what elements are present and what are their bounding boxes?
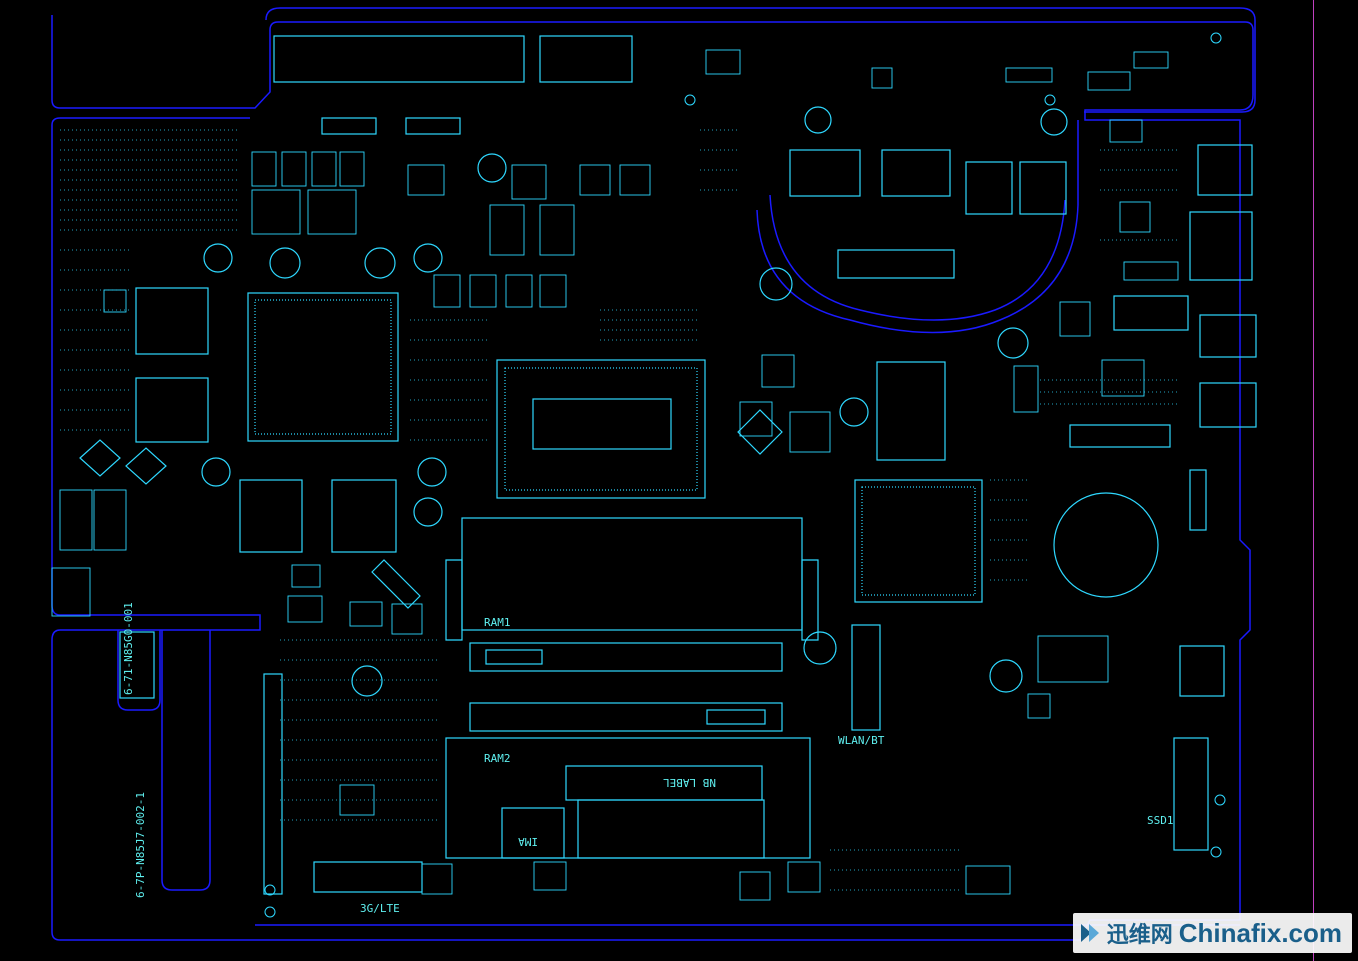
- ssd-label: SSD1: [1147, 814, 1174, 827]
- small-components: [51, 49, 1179, 901]
- board-outline: [51, 7, 1256, 941]
- pch-chip: [247, 292, 399, 442]
- pad-fields: [60, 129, 1180, 891]
- ima-label: IMA: [518, 835, 538, 848]
- ram1-label: RAM1: [484, 616, 511, 629]
- nb-label: NB LABEL: [663, 776, 716, 789]
- wlan-label: WLAN/BT: [838, 734, 885, 747]
- ram-slots: [445, 517, 819, 859]
- small-part-text: 6-71-N85G0-001: [122, 602, 135, 695]
- part-number: 6-7P-N85J7-002-1: [134, 792, 147, 898]
- watermark-logo-icon: [1080, 924, 1099, 942]
- watermark: 迅维网 Chinafix.com: [1072, 913, 1352, 953]
- gpu-chip: [854, 479, 983, 603]
- watermark-cn: 迅维网: [1106, 923, 1173, 948]
- diamond-parts: [79, 409, 783, 609]
- viewport-edge: [1313, 0, 1314, 961]
- watermark-en: Chinafix.com: [1178, 917, 1342, 948]
- cpu-chip: [496, 359, 706, 499]
- corner-marks: [264, 32, 1226, 918]
- connectors: [119, 35, 1257, 895]
- ram2-label: RAM2: [484, 752, 511, 765]
- lte-label: 3G/LTE: [360, 902, 400, 915]
- chip-group: [135, 287, 1189, 603]
- mounting-holes: [201, 106, 1159, 697]
